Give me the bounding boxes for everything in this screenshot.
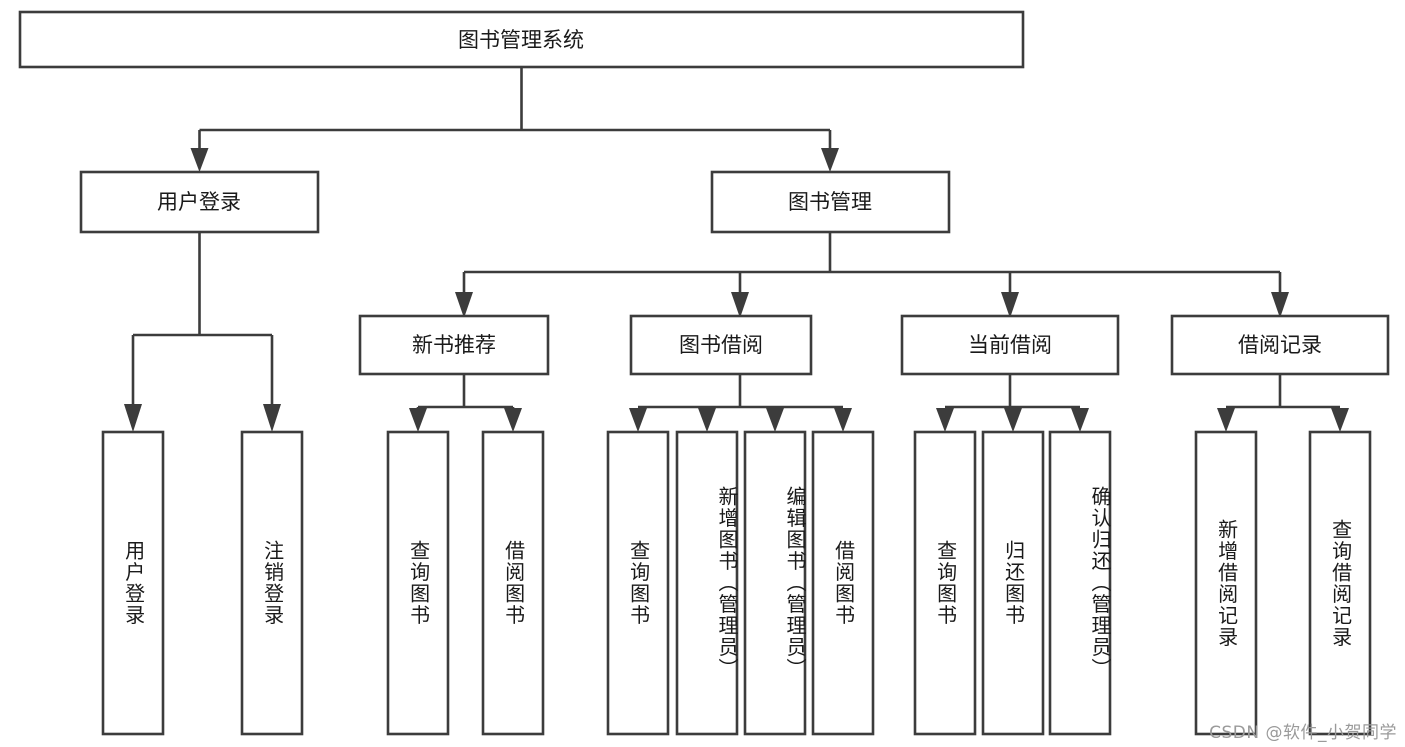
- arrow-head-leaf-query-book-3: [936, 408, 954, 432]
- node-label-borrow-record: 借阅记录: [1238, 333, 1322, 357]
- node-label-new-book-recommend: 新书推荐: [412, 333, 496, 357]
- arrow-head-new-book-recommend: [455, 292, 473, 318]
- arrow-head-leaf-edit-book: [766, 408, 784, 432]
- arrow-head-borrow-record: [1271, 292, 1289, 318]
- node-box-leaf-user-logout[interactable]: [240, 430, 304, 736]
- arrow-head-leaf-user-login: [124, 404, 142, 432]
- arrow-head-leaf-user-logout: [263, 404, 281, 432]
- node-box-leaf-borrow-book-1[interactable]: [481, 430, 545, 736]
- arrow-head-leaf-return-book: [1004, 408, 1022, 432]
- arrow-head-leaf-add-record: [1217, 408, 1235, 432]
- arrow-head-book-borrow: [731, 292, 749, 318]
- node-box-new-book-recommend[interactable]: [358, 314, 550, 376]
- node-box-leaf-query-book-2[interactable]: [606, 430, 670, 736]
- node-box-leaf-user-login[interactable]: [101, 430, 165, 736]
- csdn-watermark: CSDN @软件_小贺同学: [1209, 723, 1397, 743]
- arrow-head-leaf-add-book: [698, 408, 716, 432]
- arrow-head-user-login: [190, 148, 209, 172]
- node-box-leaf-query-book-3[interactable]: [913, 430, 977, 736]
- node-label-title: 图书管理系统: [458, 28, 584, 52]
- node-label-user-login: 用户登录: [157, 190, 241, 214]
- node-box-current-borrow[interactable]: [900, 314, 1120, 376]
- arrow-head-leaf-confirm-return: [1071, 408, 1089, 432]
- arrow-head-book-management: [821, 148, 839, 172]
- node-box-book-borrow[interactable]: [629, 314, 813, 376]
- node-box-leaf-borrow-book-2[interactable]: [811, 430, 875, 736]
- node-layer: 图书管理系统 用户登录 图书管理 新书推荐 图书借阅 当前借阅 借阅记录: [18, 10, 1390, 736]
- node-label-book-borrow: 图书借阅: [679, 333, 763, 357]
- arrow-head-current-borrow: [1001, 292, 1019, 318]
- arrow-head-leaf-borrow-book-2: [834, 408, 852, 432]
- node-box-borrow-record[interactable]: [1170, 314, 1390, 376]
- node-box-leaf-return-book[interactable]: [981, 430, 1045, 736]
- node-box-leaf-add-book[interactable]: [675, 430, 739, 736]
- node-box-leaf-edit-book[interactable]: [743, 430, 807, 736]
- node-box-leaf-confirm-return[interactable]: [1048, 430, 1112, 736]
- node-box-leaf-add-record[interactable]: [1194, 430, 1258, 736]
- node-label-current-borrow: 当前借阅: [968, 333, 1052, 357]
- arrow-head-leaf-borrow-book-1: [504, 408, 522, 432]
- node-box-book-management[interactable]: [710, 170, 951, 234]
- node-box-leaf-query-book-1[interactable]: [386, 430, 450, 736]
- arrow-head-leaf-query-book-2: [629, 408, 647, 432]
- arrow-head-leaf-query-book-1: [409, 408, 427, 432]
- arrow-head-leaf-query-record: [1331, 408, 1349, 432]
- connector-layer: [124, 67, 1349, 432]
- node-box-leaf-query-record[interactable]: [1308, 430, 1372, 736]
- node-box-user-login[interactable]: [79, 170, 320, 234]
- node-box-title[interactable]: [18, 10, 1025, 69]
- node-label-book-management: 图书管理: [788, 190, 872, 214]
